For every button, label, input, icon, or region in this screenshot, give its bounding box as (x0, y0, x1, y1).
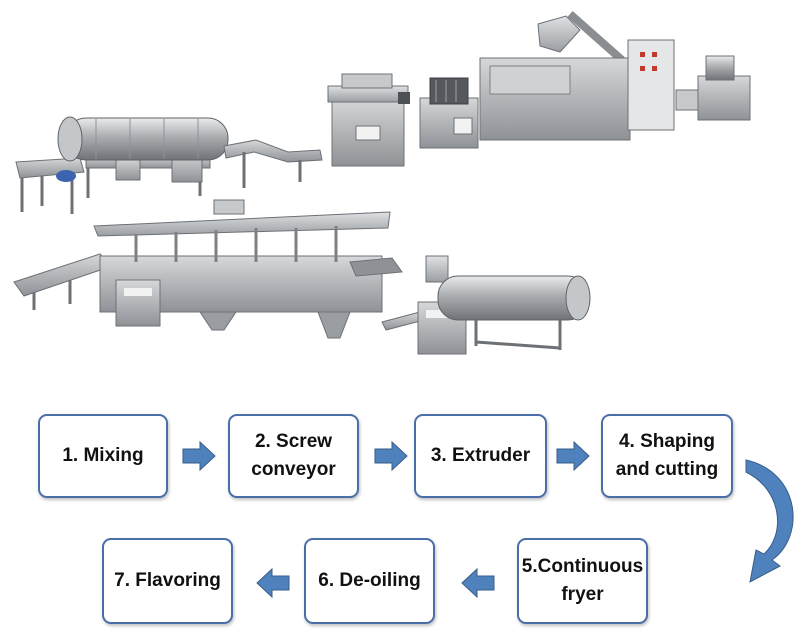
right-arrow-icon (556, 441, 590, 471)
left-arrow-icon (461, 568, 495, 598)
step-de-oiling: 6. De-oiling (304, 538, 435, 624)
right-arrow-icon (374, 441, 408, 471)
seasoning-drum-machine (15, 116, 323, 214)
step-label: 1. Mixing (62, 445, 144, 467)
step-shaping-and-cutting: 4. Shaping and cutting (601, 414, 733, 498)
left-arrow-icon (256, 568, 290, 598)
step-label: 3. Extruder (430, 445, 531, 467)
production-line-illustration (13, 11, 751, 355)
step-label: 5.Continuous fryer (521, 556, 644, 605)
step-screw-conveyor: 2. Screw conveyor (228, 414, 359, 498)
step-extruder: 3. Extruder (414, 414, 547, 498)
step-continuous-fryer: 5.Continuous fryer (517, 538, 648, 624)
step-label: 6. De-oiling (318, 570, 421, 592)
step-label: 2. Screw conveyor (251, 431, 336, 480)
continuous-fryer (13, 199, 403, 339)
right-arrow-icon (182, 441, 216, 471)
step-flavoring: 7. Flavoring (102, 538, 233, 624)
extruder-line (479, 11, 751, 141)
step-mixing: 1. Mixing (38, 414, 168, 498)
step-label: 7. Flavoring (114, 570, 221, 592)
flavoring-drum (381, 255, 591, 355)
step-label: 4. Shaping and cutting (615, 431, 719, 480)
curved-down-arrow-icon (745, 459, 794, 583)
shaping-machines (327, 73, 479, 167)
